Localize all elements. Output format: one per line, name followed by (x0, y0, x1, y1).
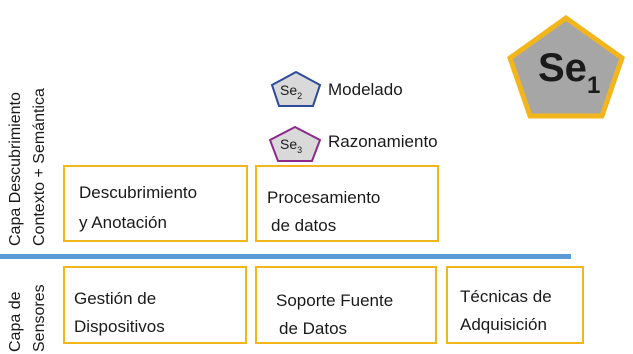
box-line1: Procesamiento (267, 188, 381, 207)
box-line2: de datos (271, 216, 337, 235)
soporte-fuente-datos-box: Soporte Fuente de Datos (255, 266, 437, 344)
box-line1: Soporte Fuente (276, 291, 394, 310)
se1-label: Se1 (538, 46, 600, 108)
se1-pentagon-icon (507, 14, 625, 119)
se3-subscript: 3 (297, 144, 303, 155)
se3-label: Se3 (280, 136, 302, 158)
box-line2: Dispositivos (74, 317, 165, 336)
box-line1: Técnicas de (460, 287, 552, 306)
se2-text: Se (280, 82, 298, 98)
se1-subscript: 1 (586, 72, 601, 99)
upper-layer-label-line1: Capa Descubrimiento (7, 92, 24, 246)
box-line1: Gestión de (74, 289, 157, 308)
box-line1: Descubrimiento (79, 183, 198, 202)
razonamiento-label: Razonamiento (328, 132, 438, 151)
box-line2: de Datos (279, 319, 348, 338)
box-line2: y Anotación (79, 213, 167, 232)
upper-layer-label-line2: Contexto + Semántica (31, 88, 48, 246)
tecnicas-adquisicion-box: Técnicas de Adquisición (446, 266, 584, 344)
gestion-dispositivos-box: Gestión de Dispositivos (63, 266, 247, 344)
se3-pentagon-icon (268, 125, 322, 162)
se2-pentagon-icon (270, 70, 322, 107)
lower-layer-label-line1: Capa de (7, 291, 24, 353)
procesamiento-datos-box: Procesamiento de datos (255, 165, 439, 242)
box-line2: Adquisición (460, 315, 547, 334)
lower-layer-label-line2: Sensores (31, 284, 48, 352)
se1-text: Se (538, 46, 587, 90)
layer-separator-line (0, 254, 571, 259)
se3-text: Se (280, 136, 298, 152)
se2-label: Se2 (280, 82, 302, 104)
se2-subscript: 2 (297, 90, 303, 101)
modelado-label: Modelado (328, 80, 403, 99)
descubrimiento-anotacion-box: Descubrimiento y Anotación (63, 165, 248, 242)
